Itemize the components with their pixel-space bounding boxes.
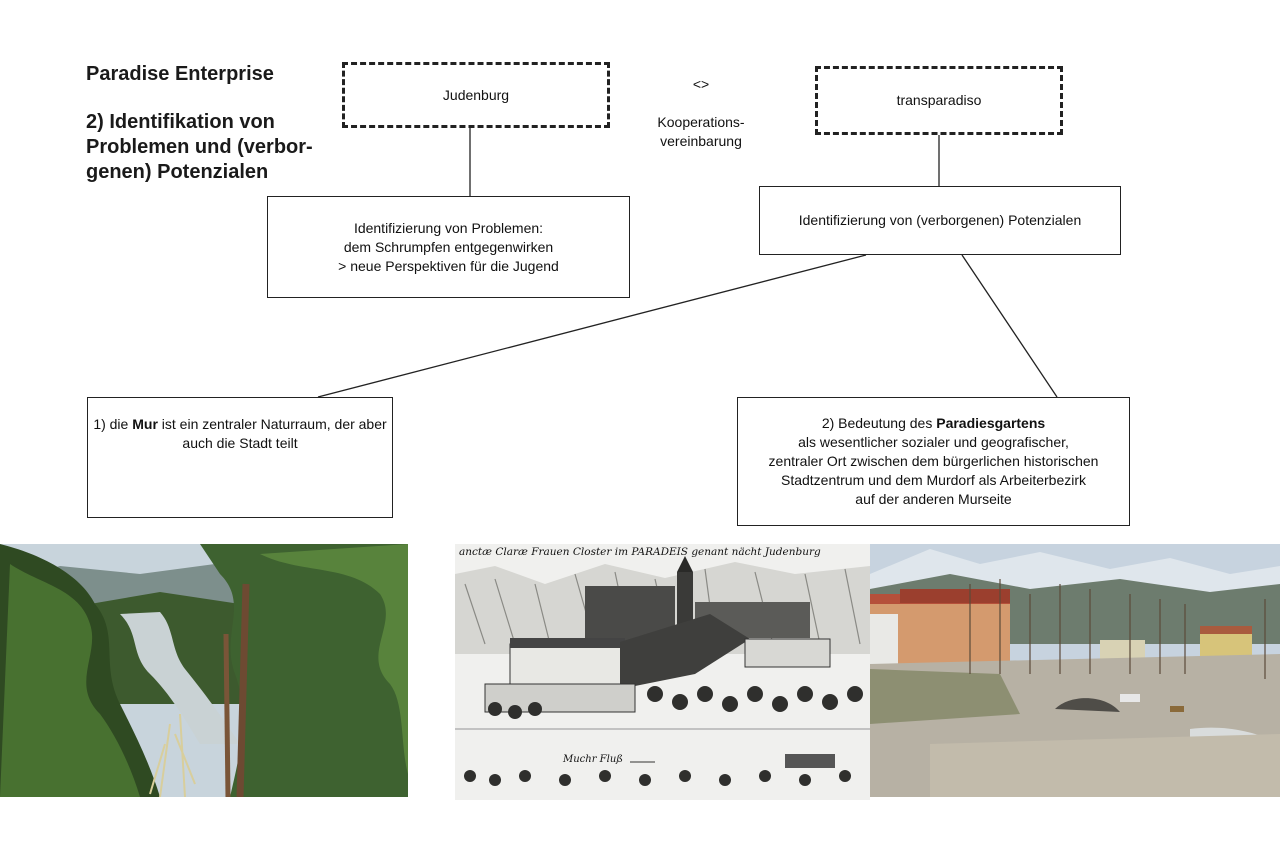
river-label: Muchr Fluß	[563, 754, 623, 765]
problems-line-2: dem Schrumpfen entgegenwirken	[343, 238, 554, 255]
engraving-caption: anctæ Claræ Frauen Closter im PARADEIS g…	[459, 546, 821, 558]
mur-prefix: 1) die	[93, 416, 133, 432]
monastery-engraving: anctæ Claræ Frauen Closter im PARADEIS g…	[455, 544, 870, 800]
mur-river-photo	[0, 544, 408, 797]
project-name: Paradise Enterprise	[86, 63, 274, 85]
section-heading: 2) Identifikation von Problemen und (ver…	[86, 111, 313, 183]
mur-keyword: Mur	[132, 416, 158, 432]
connector-symbol: <>	[692, 76, 710, 92]
connector-potentials-garden	[961, 254, 1058, 398]
problems-line-1: Identifizierung von Problemen:	[353, 219, 544, 236]
garden-line-5: auf der anderen Murseite	[855, 491, 1012, 507]
garden-prefix: 2) Bedeutung des	[821, 415, 937, 431]
garden-line-2: als wesentlicher sozialer und geografisc…	[798, 434, 1069, 450]
cooperation-connector: <> Kooperations- vereinbarung	[648, 75, 754, 151]
garden-line-4: Stadtzentrum und dem Murdorf als Arbeite…	[780, 472, 1087, 488]
potentials-box: Identifizierung von (verborgenen) Potenz…	[759, 186, 1121, 255]
judenburg-box: Judenburg	[342, 62, 610, 128]
connector-potentials-mur	[317, 254, 867, 398]
mur-rest: ist ein zentraler Naturraum, der aber au…	[157, 416, 387, 451]
connector-label: Kooperations- vereinbarung	[657, 114, 745, 149]
garden-keyword: Paradiesgartens	[936, 415, 1046, 431]
judenburg-label: Judenburg	[442, 86, 510, 103]
garden-line-3: zentraler Ort zwischen dem bürgerlichen …	[768, 453, 1099, 469]
transparadiso-box: transparadiso	[815, 66, 1063, 135]
problems-box: Identifizierung von Problemen: dem Schru…	[267, 196, 630, 298]
mur-box: 1) die Mur ist ein zentraler Naturraum, …	[87, 397, 393, 518]
potentials-label: Identifizierung von (verborgenen) Potenz…	[798, 212, 1082, 228]
paradiesgarten-photo	[870, 544, 1280, 797]
page-title: Paradise Enterprise 2) Identifikation vo…	[86, 62, 336, 185]
problems-line-3: > neue Perspektiven für die Jugend	[338, 257, 559, 274]
transparadiso-label: transparadiso	[896, 92, 982, 108]
garden-box: 2) Bedeutung des Paradiesgartens als wes…	[737, 397, 1130, 526]
